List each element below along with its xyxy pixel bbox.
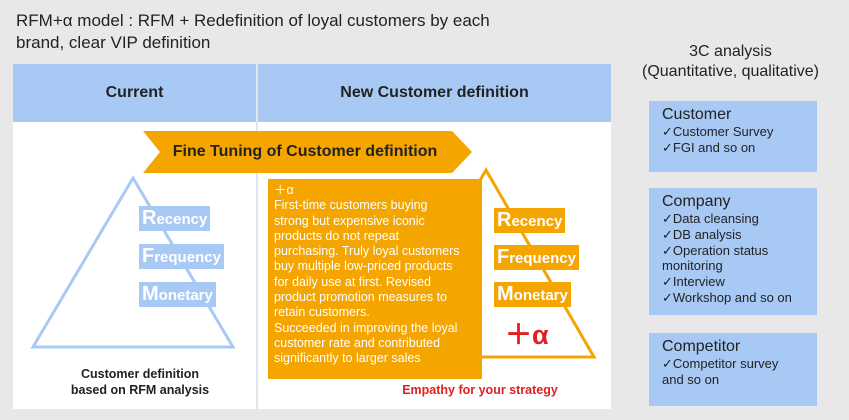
competitor-heading: Competitor (662, 338, 741, 355)
rfm-right-frequency: Frequency (494, 245, 579, 270)
company-item: monitoring (662, 258, 723, 274)
rfm-left-frequency: Frequency (139, 244, 224, 269)
column-divider (256, 64, 258, 409)
company-item: ✓Interview (662, 274, 725, 290)
company-item: ✓Operation status (662, 242, 769, 258)
plus-alpha-label: ＋α (505, 320, 549, 350)
rfm-right-monetary: Monetary (494, 282, 571, 307)
customer-item: ✓FGI and so on (662, 139, 756, 155)
note-line: Succeeded in improving the loyal (274, 320, 458, 335)
note-line: buy multiple low-priced products (274, 259, 453, 274)
company-item: ✓DB analysis (662, 226, 742, 242)
note-line: strong but expensive iconic (274, 213, 425, 228)
company-item: ✓Data cleansing (662, 211, 759, 226)
competitor-item: ✓Competitor survey (662, 356, 779, 371)
note-heading: ＋α (274, 183, 294, 197)
note-line: for daily use at first. Revised (274, 274, 432, 289)
fine-tuning-label: Fine Tuning of Customer definition (172, 143, 438, 160)
three-c-customer-box: Customer ✓Customer Survey ✓FGI and so on (649, 101, 817, 172)
three-c-title-line: 3C analysis (689, 43, 772, 60)
competitor-item: and so on (662, 371, 720, 387)
customer-heading: Customer (662, 106, 732, 123)
three-c-title-line: (Quantitative, qualitative) (642, 63, 819, 80)
header-new-definition: New Customer definition (258, 64, 611, 122)
note-line: retain customers. (274, 305, 370, 320)
caption-line: Customer definition (80, 367, 200, 381)
note-line: First-time customers buying (274, 198, 428, 213)
caption-rfm-analysis: Customer definition based on RFM analysi… (40, 366, 240, 398)
three-c-title: 3C analysis (Quantitative, qualitative) (628, 42, 833, 82)
customer-item: ✓Customer Survey (662, 124, 774, 139)
note-line: purchasing. Truly loyal customers (274, 244, 460, 259)
slide-title: RFM+α model : RFM + Redefinition of loya… (16, 11, 490, 52)
note-line: products do not repeat (274, 228, 400, 243)
alpha-note-box: ＋α First-time customers buying strong bu… (268, 179, 482, 379)
fine-tuning-arrow (143, 131, 472, 173)
note-line: product promotion measures to (274, 290, 448, 305)
rfm-right-recency: Recency (494, 208, 566, 233)
header-current: Current (13, 64, 256, 122)
note-line: customer rate and contributed (274, 335, 441, 350)
rfm-left-recency: Recency (139, 206, 211, 231)
company-heading: Company (662, 193, 731, 210)
caption-line: based on RFM analysis (70, 383, 210, 397)
three-c-competitor-box: Competitor ✓Competitor survey and so on (649, 333, 817, 406)
caption-empathy: Empathy for your strategy (402, 383, 558, 397)
company-item: ✓Workshop and so on (662, 289, 792, 305)
rfm-left-monetary: Monetary (139, 282, 216, 307)
note-line: significantly to larger sales (274, 351, 421, 366)
three-c-company-box: Company ✓Data cleansing ✓DB analysis ✓Op… (649, 188, 817, 315)
